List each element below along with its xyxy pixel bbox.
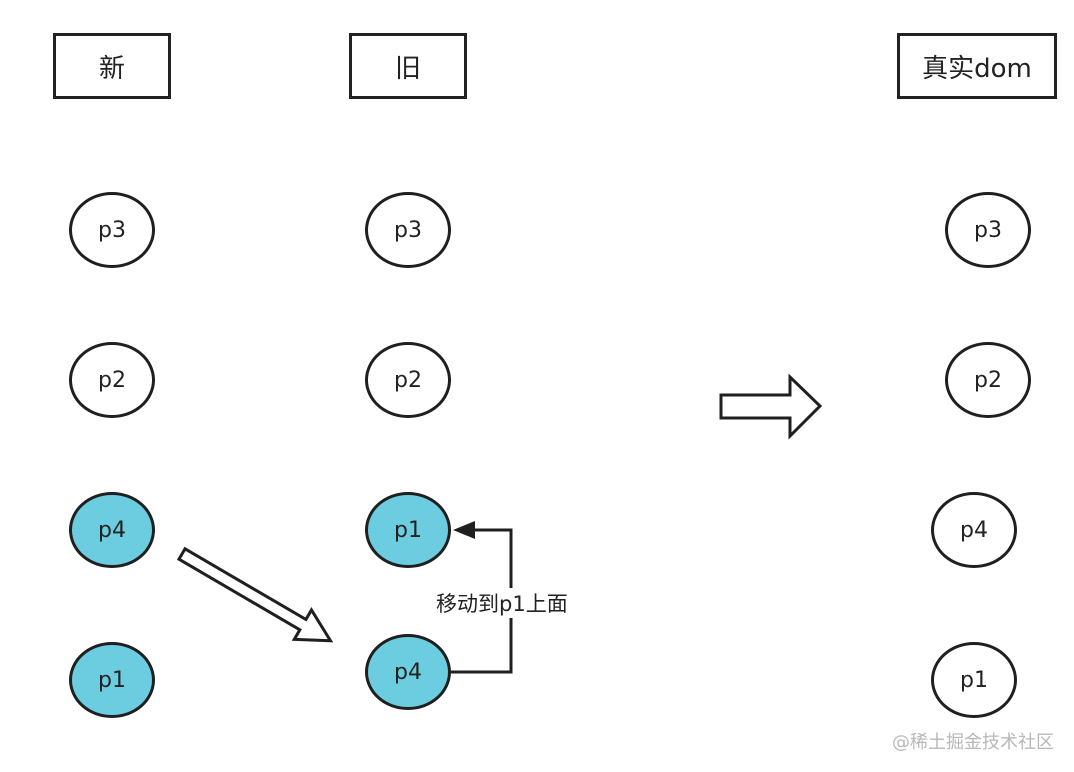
new-node: p3: [69, 192, 155, 268]
node-label: p4: [394, 659, 422, 685]
header-real-dom-label: 真实dom: [922, 53, 1032, 84]
new-node: p2: [69, 342, 155, 418]
diagonal-hollow-arrow: [176, 546, 334, 643]
node-label: p4: [98, 517, 126, 543]
old-node: p2: [365, 342, 451, 418]
node-label: p2: [394, 367, 422, 393]
node-label: p3: [98, 217, 126, 243]
real-dom-node: p2: [945, 342, 1031, 418]
header-old: 旧: [349, 33, 467, 99]
old-node: p3: [365, 192, 451, 268]
header-new: 新: [53, 33, 171, 99]
node-label: p1: [394, 517, 422, 543]
old-node: p1: [365, 492, 451, 568]
node-label: p4: [960, 517, 988, 543]
header-real-dom: 真实dom: [897, 33, 1057, 99]
node-label: p1: [98, 667, 126, 693]
right-hollow-arrow: [719, 373, 823, 440]
real-dom-node: p3: [945, 192, 1031, 268]
old-node: p4: [365, 634, 451, 710]
new-node: p4: [69, 492, 155, 568]
node-label: p1: [960, 667, 988, 693]
watermark: @稀土掘金技术社区: [892, 732, 1054, 753]
real-dom-node: p4: [931, 492, 1017, 568]
header-old-label: 旧: [394, 53, 421, 84]
header-new-label: 新: [98, 53, 125, 84]
node-label: p3: [394, 217, 422, 243]
move-connector-arrowhead: [453, 521, 475, 539]
node-label: p2: [974, 367, 1002, 393]
node-label: p3: [974, 217, 1002, 243]
node-label: p2: [98, 367, 126, 393]
move-label: 移动到p1上面: [434, 588, 570, 618]
real-dom-node: p1: [931, 642, 1017, 718]
new-node: p1: [69, 642, 155, 718]
